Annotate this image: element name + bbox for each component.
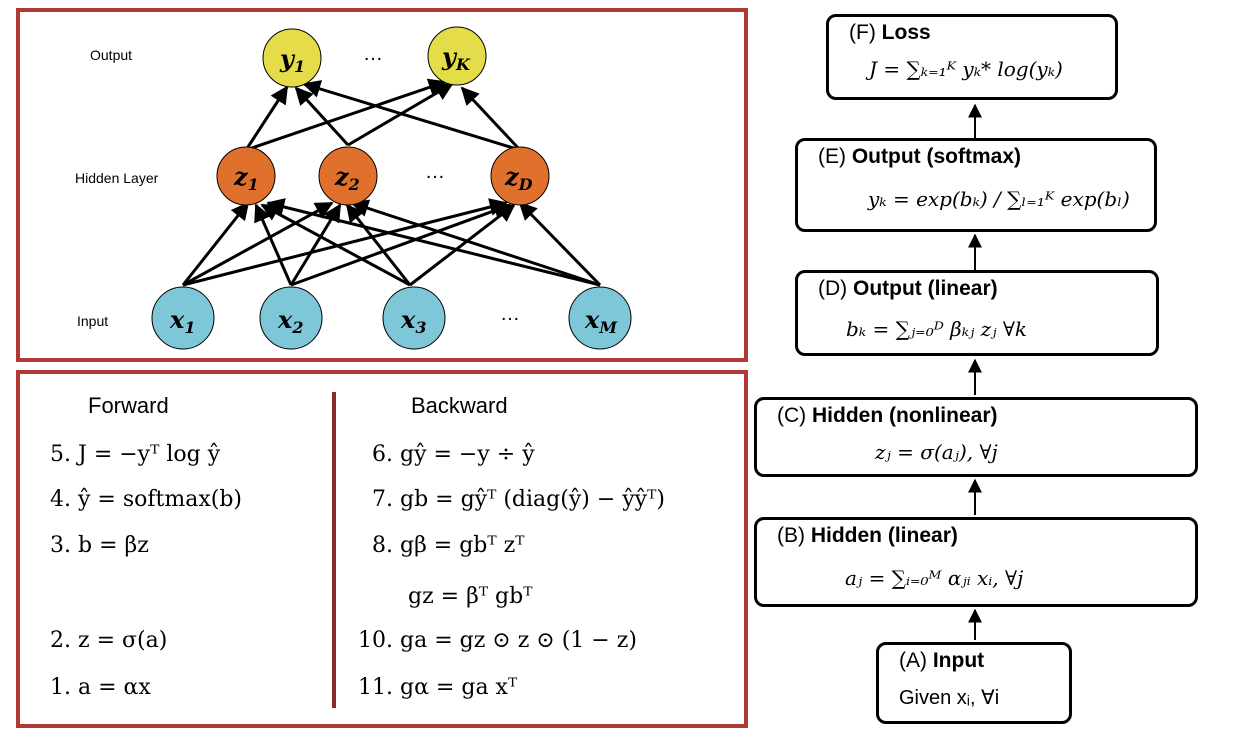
forward-header: Forward xyxy=(88,393,169,418)
forward-backward-divider xyxy=(332,392,336,708)
equations-panel xyxy=(16,370,748,728)
backward-eq-8: 8. gβ = gbᵀ zᵀ xyxy=(372,533,525,558)
flow-box-hidden-linear-formula: aⱼ = ∑ᵢ₌₀ᴹ αⱼᵢ xᵢ, ∀j xyxy=(845,566,1024,590)
flow-box-loss-formula: J = ∑ₖ₌₁ᴷ yₖ* log(yₖ) xyxy=(869,57,1063,81)
flow-box-hidden-linear-title: (B) Hidden (linear) xyxy=(777,524,958,547)
node-x3 xyxy=(382,286,446,350)
ellipsis-output: … xyxy=(363,43,383,65)
input-layer-label: Input xyxy=(77,313,109,329)
flow-box-hidden-nonlinear-title: (C) Hidden (nonlinear) xyxy=(777,404,998,427)
node-zD xyxy=(490,146,550,206)
flow-box-softmax-formula: yₖ = exp(bₖ) / ∑ₗ₌₁ᴷ exp(bₗ) xyxy=(868,187,1130,211)
node-x2 xyxy=(259,286,323,350)
label-x3: x3 xyxy=(400,305,426,337)
backward-header: Backward xyxy=(411,393,508,418)
label-z2: z2 xyxy=(334,162,360,194)
flow-box-softmax-title: (E) Output (softmax) xyxy=(818,145,1021,168)
label-x1: x1 xyxy=(169,305,195,337)
flow-box-input: (A) Input Given xᵢ, ∀i xyxy=(876,642,1072,724)
label-yK: yK xyxy=(441,42,471,74)
label-zD: zD xyxy=(504,162,533,194)
backward-eq-11: 11. gα = ga xᵀ xyxy=(358,675,518,700)
flow-box-hidden-nonlinear: (C) Hidden (nonlinear) zⱼ = σ(aⱼ), ∀j xyxy=(754,397,1198,477)
flow-box-loss: (F) Loss J = ∑ₖ₌₁ᴷ yₖ* log(yₖ) xyxy=(826,14,1118,100)
flow-box-output-linear: (D) Output (linear) bₖ = ∑ⱼ₌₀ᴰ βₖⱼ zⱼ ∀k xyxy=(795,270,1159,356)
backward-eq-6: 6. gŷ = −y ÷ ŷ xyxy=(372,442,535,467)
forward-eq-1: 1. a = αx xyxy=(50,675,151,700)
forward-eq-2: 2. z = σ(a) xyxy=(50,628,168,653)
backward-eq-10: 10. ga = gz ⊙ z ⊙ (1 − z) xyxy=(358,628,637,653)
label-z1: z1 xyxy=(233,162,259,194)
ellipsis-input: … xyxy=(500,303,520,325)
network-edges xyxy=(181,78,602,287)
hidden-layer-label: Hidden Layer xyxy=(75,170,159,186)
node-x1 xyxy=(151,286,215,350)
flow-box-hidden-linear: (B) Hidden (linear) aⱼ = ∑ᵢ₌₀ᴹ αⱼᵢ xᵢ, ∀… xyxy=(754,517,1198,607)
forward-eq-3: 3. b = βz xyxy=(50,533,149,558)
node-z2 xyxy=(318,146,378,206)
node-y1 xyxy=(262,28,322,88)
label-x2: x2 xyxy=(277,305,303,337)
forward-eq-4: 4. ŷ = softmax(b) xyxy=(50,487,243,512)
ellipsis-hidden: … xyxy=(425,161,445,183)
flow-box-input-formula: Given xᵢ, ∀i xyxy=(899,687,1000,709)
flow-box-output-linear-formula: bₖ = ∑ⱼ₌₀ᴰ βₖⱼ zⱼ ∀k xyxy=(846,317,1028,341)
label-y1: y1 xyxy=(279,44,305,76)
flow-box-softmax: (E) Output (softmax) yₖ = exp(bₖ) / ∑ₗ₌₁… xyxy=(795,138,1157,232)
flow-box-output-linear-title: (D) Output (linear) xyxy=(818,277,998,300)
node-z1 xyxy=(216,146,276,206)
backward-eq-7: 7. gb = gŷᵀ (diag(ŷ) − ŷŷᵀ) xyxy=(372,487,665,512)
flow-box-input-title: (A) Input xyxy=(899,649,985,672)
label-xM: xM xyxy=(584,305,618,337)
forward-eq-5: 5. J = −yᵀ log ŷ xyxy=(50,442,221,467)
flow-box-hidden-nonlinear-formula: zⱼ = σ(aⱼ), ∀j xyxy=(875,440,998,464)
node-xM xyxy=(568,286,632,350)
network-diagram: y1 yK z1 z2 zD x1 x2 x3 xM … … … xyxy=(151,26,632,350)
node-yK xyxy=(427,26,487,86)
flow-box-loss-title: (F) Loss xyxy=(849,21,931,44)
output-layer-label: Output xyxy=(90,47,133,63)
backward-eq-9: gz = βᵀ gbᵀ xyxy=(408,584,533,609)
